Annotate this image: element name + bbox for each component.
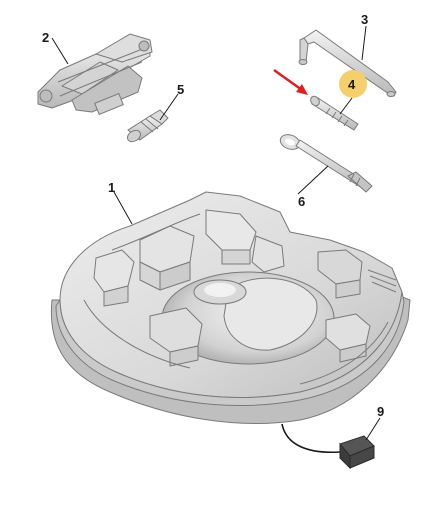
spare-wheel-tray <box>50 191 411 424</box>
callout-5: 5 <box>177 82 184 97</box>
callout-4: 4 <box>348 77 356 92</box>
callout-labels: 2 3 4 5 6 1 9 <box>42 12 384 419</box>
red-arrow-icon <box>273 68 308 95</box>
wheel-brace <box>298 29 397 97</box>
connector-block <box>281 423 375 470</box>
socket-tool <box>126 109 169 143</box>
leader-lines <box>51 25 381 441</box>
highlight-marker <box>339 70 367 98</box>
callout-1: 1 <box>108 180 115 195</box>
callout-9: 9 <box>377 404 384 419</box>
towing-eye <box>279 134 373 193</box>
scissor-jack <box>37 33 153 115</box>
callout-3: 3 <box>361 12 368 27</box>
callout-6: 6 <box>298 194 305 209</box>
callout-2: 2 <box>42 30 49 45</box>
stud-bolt <box>310 95 359 131</box>
